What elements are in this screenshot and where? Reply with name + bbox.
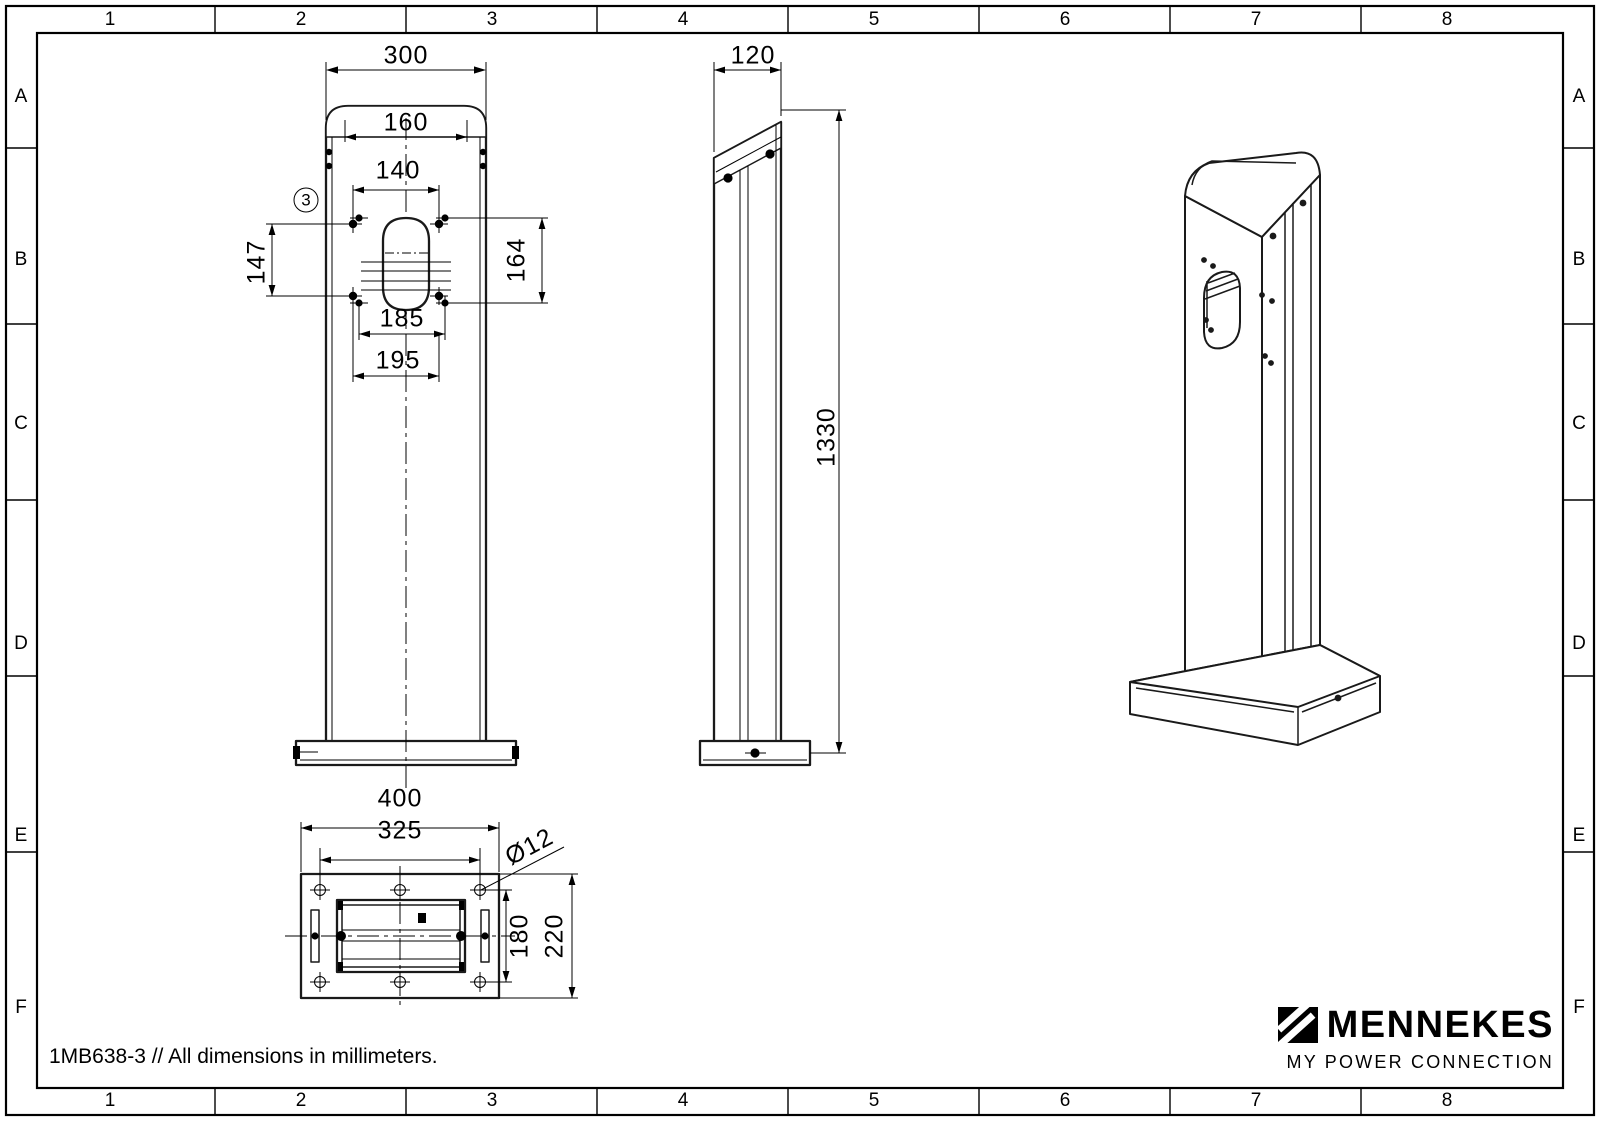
zone-row-right-E: E <box>1573 825 1586 846</box>
dim-195 <box>352 296 440 382</box>
dim-1330-label: 1330 <box>813 407 841 467</box>
zone-col-bot-1: 1 <box>105 1090 116 1111</box>
dim-400-label: 400 <box>378 785 423 813</box>
dim-220-label: 220 <box>541 914 569 959</box>
zone-col-bot-3: 3 <box>487 1090 498 1111</box>
brand-logo: MENNEKES MY POWER CONNECTION <box>1277 1004 1554 1073</box>
dim-300 <box>325 62 487 120</box>
zone-row-right-F: F <box>1573 997 1585 1018</box>
isometric-view <box>1129 151 1381 746</box>
front-view: 300 160 140 147 3 <box>243 42 548 790</box>
balloon-3-circle <box>293 187 319 213</box>
zone-row-right-C: C <box>1572 413 1586 434</box>
zone-col-top-4: 4 <box>678 9 689 30</box>
zone-row-left-C: C <box>14 413 28 434</box>
dim-120 <box>713 62 782 152</box>
zone-col-bot-7: 7 <box>1251 1090 1262 1111</box>
zone-col-top-5: 5 <box>869 9 880 30</box>
zone-col-bot-2: 2 <box>296 1090 307 1111</box>
sheet-outer-border <box>4 4 1596 1117</box>
iso-mounting-holes <box>1201 257 1275 366</box>
plan-footprint-fasteners <box>336 901 466 971</box>
dim-147 <box>266 223 353 297</box>
zone-row-left-A: A <box>15 86 28 107</box>
iso-top-cap <box>1184 151 1321 238</box>
dim-120-label: 120 <box>731 42 776 70</box>
drawing-note: 1MB638-3 // All dimensions in millimeter… <box>49 1045 438 1068</box>
zone-row-right-B: B <box>1573 249 1586 270</box>
zone-col-top-2: 2 <box>296 9 307 30</box>
side-view-top-cap <box>713 121 782 185</box>
dim-diameter-12-leader <box>480 846 565 891</box>
zone-col-top-7: 7 <box>1251 9 1262 30</box>
zone-col-bot-8: 8 <box>1442 1090 1453 1111</box>
dim-147-label: 147 <box>243 240 271 285</box>
dim-140-label: 140 <box>376 157 421 185</box>
iso-base-plate-top <box>1129 644 1381 708</box>
balloon-3-label: 3 <box>301 190 310 209</box>
zone-tick-marks <box>6 6 1594 1115</box>
dim-325 <box>319 848 481 884</box>
zone-col-bot-5: 5 <box>869 1090 880 1111</box>
dim-180 <box>480 889 512 983</box>
dim-220 <box>499 873 578 999</box>
zone-col-top-6: 6 <box>1060 9 1071 30</box>
dim-185-label: 185 <box>380 305 425 333</box>
dim-400 <box>300 822 500 872</box>
zone-row-left-D: D <box>14 633 28 654</box>
side-view: 120 1330 <box>698 42 846 767</box>
front-view-oval-cutout <box>381 216 431 312</box>
zone-col-bot-4: 4 <box>678 1090 689 1111</box>
zone-row-left-F: F <box>15 997 27 1018</box>
zone-col-top-1: 1 <box>105 9 116 30</box>
front-view-oval-slots <box>361 261 451 291</box>
brand-name: MENNEKES <box>1326 1004 1554 1046</box>
dim-1330 <box>781 109 846 754</box>
zone-row-left-E: E <box>15 825 28 846</box>
zone-row-right-A: A <box>1573 86 1586 107</box>
zone-row-right-D: D <box>1572 633 1586 654</box>
zone-col-bot-6: 6 <box>1060 1090 1071 1111</box>
bottom-plan-view: 400 325 Ø12 180 <box>285 785 578 1006</box>
iso-oval-hatch <box>1204 272 1241 300</box>
dim-160-label: 160 <box>384 109 429 137</box>
dim-325-label: 325 <box>378 817 423 845</box>
dim-195-label: 195 <box>376 347 421 375</box>
dim-diameter-12-label: Ø12 <box>501 823 559 871</box>
dim-160 <box>344 120 468 142</box>
dim-164-label: 164 <box>503 238 531 283</box>
zone-col-top-8: 8 <box>1442 9 1453 30</box>
zone-col-top-3: 3 <box>487 9 498 30</box>
brand-tagline: MY POWER CONNECTION <box>1286 1052 1554 1072</box>
zone-row-left-B: B <box>15 249 28 270</box>
dim-300-label: 300 <box>384 42 429 70</box>
dim-164 <box>439 217 548 304</box>
sheet-inner-border <box>35 31 1565 1090</box>
side-view-base-center-mark <box>745 748 766 758</box>
dim-180-label: 180 <box>506 914 534 959</box>
mennekes-mark-icon <box>1277 1007 1318 1043</box>
